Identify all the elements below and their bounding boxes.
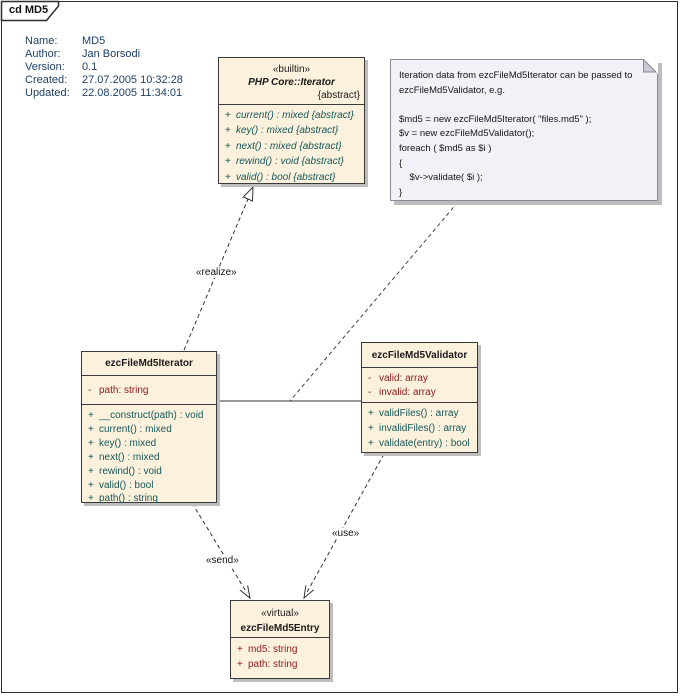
frame-tab-label: cd MD5 [9,4,49,16]
use-connector-label: «use» [331,528,361,539]
class-name: ezcFileMd5Validator [362,343,477,368]
attribute-row: +md5: string [237,644,298,655]
class-name: PHP Core::Iterator [248,77,335,88]
note-text-line: $md5 = new ezcFileMd5Iterator( "files.md… [399,113,592,125]
method-row: +validFiles() : array [368,408,459,419]
class-stereotype: «virtual» [261,608,299,619]
method-row: +validate(entry) : bool [368,438,470,449]
attribute-row: -invalid: array [368,387,436,398]
methods-compartment: +validFiles() : array +invalidFiles() : … [362,403,477,451]
info-value: 0.1 [82,61,98,73]
info-label: Version: [25,61,65,73]
note-text-line: ezcFileMd5Validator, e.g. [399,84,505,96]
note-text-line: foreach ( $md5 as $i ) [399,142,492,154]
method-row: +key() : mixed [88,437,157,449]
methods-compartment: +__construct(path) : void +current() : m… [82,405,216,506]
note-fold-icon [643,59,658,74]
class-header: «builtin» PHP Core::Iterator {abstract} [219,58,364,105]
note-text-line: { [399,157,403,169]
class-ezcfilemd5validator[interactable]: ezcFileMd5Validator -valid: array -inval… [361,342,478,453]
method-row: +path() : string [88,493,158,505]
realize-connector-label: «realize» [195,267,238,278]
note-text-line: Iteration data from ezcFileMd5Iterator c… [399,70,633,81]
note-text-line: $v = new ezcFileMd5Validator(); [399,128,535,140]
attributes-compartment: -path: string [82,376,216,405]
class-header: «virtual» ezcFileMd5Entry [231,601,329,638]
abstract-tag: {abstract} [317,90,360,101]
info-row-updated: Updated: 22.08.2005 11:34:01 [25,87,183,100]
info-row-created: Created: 27.07.2005 10:32:28 [25,74,183,87]
method-row: +invalidFiles() : array [368,423,467,434]
note-text-line [399,98,657,113]
method-row: +rewind() : void [88,465,162,477]
method-row: +key() : mixed {abstract} [225,125,339,137]
info-label: Author: [25,48,61,60]
method-row: +__construct(path) : void [88,410,204,421]
info-row-author: Author: Jan Borsodi [25,48,183,61]
method-row: +next() : mixed [88,451,160,463]
info-value: MD5 [82,35,106,47]
method-row: +valid() : bool {abstract} [225,171,336,183]
diagram-properties: Name: MD5 Author: Jan Borsodi Version: 0… [25,35,183,100]
send-connector-label: «send» [205,555,240,566]
method-row: +valid() : bool [88,479,154,491]
info-label: Updated: [25,87,70,99]
attributes-compartment: -valid: array -invalid: array [362,368,477,403]
class-name: ezcFileMd5Iterator [82,352,216,376]
info-value: Jan Borsodi [82,48,141,60]
info-value: 27.07.2005 10:32:28 [82,74,183,86]
method-row: +rewind() : void {abstract} [225,156,344,168]
class-ezcfilemd5entry[interactable]: «virtual» ezcFileMd5Entry +md5: string +… [230,600,330,679]
info-label: Name: [25,35,58,47]
info-row-version: Version: 0.1 [25,61,183,74]
class-name: ezcFileMd5Entry [240,623,320,634]
attributes-compartment: +md5: string +path: string [231,638,329,672]
info-value: 22.08.2005 11:34:01 [82,87,183,99]
note-iteration-example[interactable]: Iteration data from ezcFileMd5Iterator c… [390,59,658,201]
methods-compartment: +current() : mixed {abstract} +key() : m… [219,105,364,185]
info-row-name: Name: MD5 [25,35,183,48]
attribute-row: -path: string [88,385,149,396]
attribute-row: -valid: array [368,373,428,384]
class-ezcfilemd5iterator[interactable]: ezcFileMd5Iterator -path: string +__cons… [81,351,217,506]
class-stereotype: «builtin» [272,64,311,75]
info-label: Created: [25,74,68,86]
class-php-core-iterator[interactable]: «builtin» PHP Core::Iterator {abstract} … [218,57,365,184]
method-row: +next() : mixed {abstract} [225,140,342,152]
note-text-line: $v->validate( $i ); [399,172,483,184]
attribute-row: +path: string [237,659,298,670]
note-text-line: } [399,186,403,198]
method-row: +current() : mixed {abstract} [225,110,354,121]
method-row: +current() : mixed [88,423,172,435]
